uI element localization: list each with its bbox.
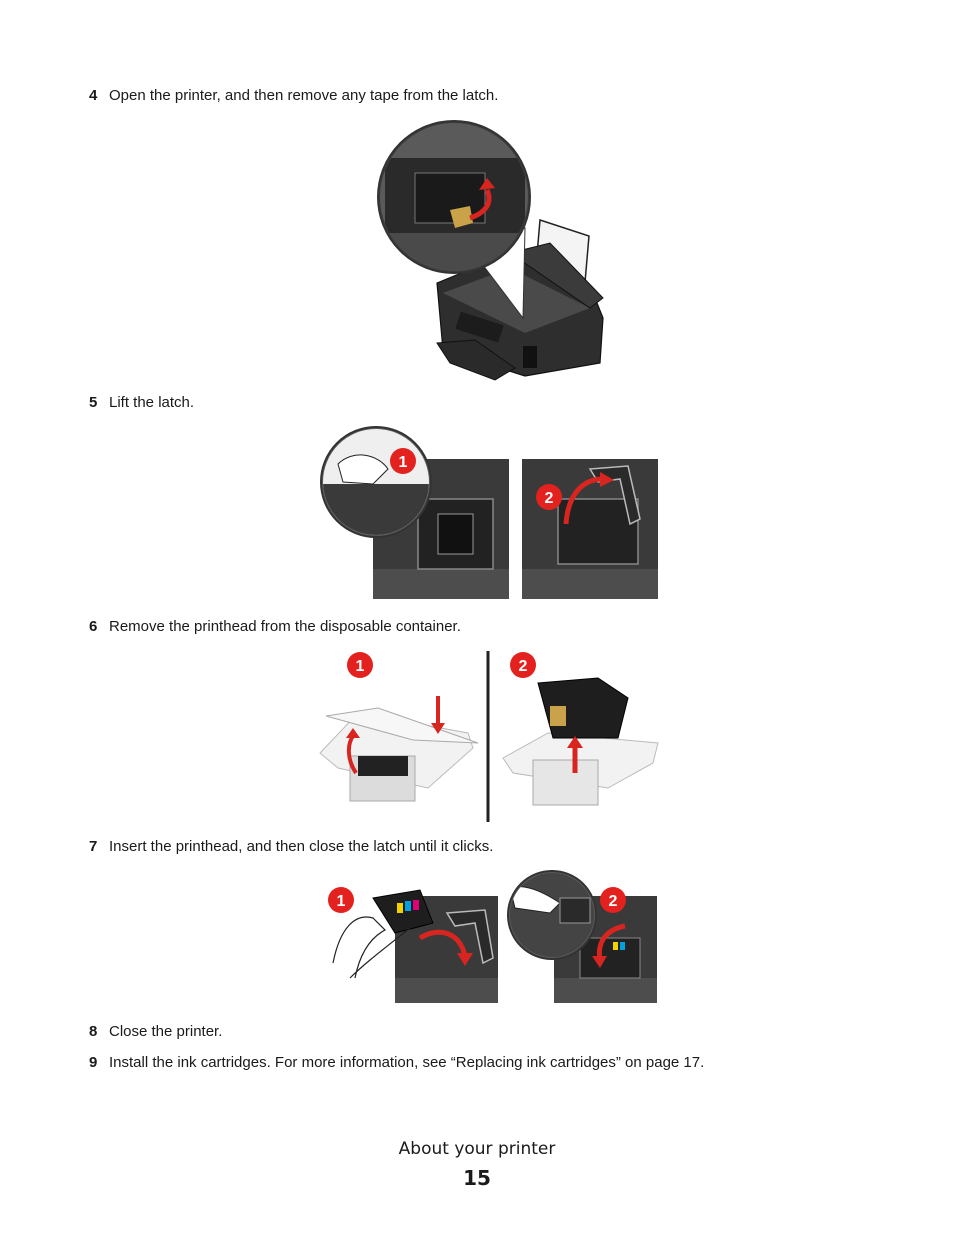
svg-text:2: 2 — [519, 658, 528, 675]
step-number: 8 — [89, 1023, 98, 1040]
badge-2: 2 — [536, 484, 562, 510]
step-8: 8 Close the printer. — [89, 1023, 222, 1041]
step-text: Open the printer, and then remove any ta… — [109, 87, 499, 104]
step-number: 4 — [89, 87, 98, 104]
svg-text:1: 1 — [356, 658, 365, 675]
insert-printhead-illustration: 1 2 — [328, 870, 657, 1003]
step-text: Close the printer. — [109, 1023, 223, 1040]
step-text: Remove the printhead from the disposable… — [109, 618, 461, 635]
footer-section-title: About your printer — [398, 1139, 556, 1159]
step-number: 7 — [89, 838, 98, 855]
badge-2: 2 — [600, 887, 626, 913]
badge-1: 1 — [390, 448, 416, 474]
svg-text:1: 1 — [399, 454, 408, 471]
step-4: 4 Open the printer, and then remove any t… — [89, 87, 498, 105]
step-5: 5 Lift the latch. — [89, 394, 194, 412]
step-text: Insert the printhead, and then close the… — [109, 838, 494, 855]
svg-text:2: 2 — [545, 490, 554, 507]
step-9: 9 Install the ink cartridges. For more in… — [89, 1054, 704, 1072]
badge-1: 1 — [347, 652, 373, 678]
open-printer-illustration — [377, 120, 604, 381]
svg-text:1: 1 — [337, 893, 346, 910]
step-number: 5 — [89, 394, 98, 411]
step-text: Lift the latch. — [109, 394, 195, 411]
step-7: 7 Insert the printhead, and then close th… — [89, 838, 493, 856]
step-6: 6 Remove the printhead from the disposabl… — [89, 618, 461, 636]
page-number: 15 — [463, 1166, 491, 1190]
badge-1: 1 — [328, 887, 354, 913]
lift-latch-illustration: 1 2 — [320, 426, 658, 599]
step-number: 9 — [89, 1054, 98, 1071]
badge-2: 2 — [510, 652, 536, 678]
svg-text:2: 2 — [609, 893, 618, 910]
step-text: Install the ink cartridges. For more inf… — [109, 1054, 705, 1071]
step-number: 6 — [89, 618, 98, 635]
remove-printhead-illustration: 1 2 — [319, 651, 659, 822]
